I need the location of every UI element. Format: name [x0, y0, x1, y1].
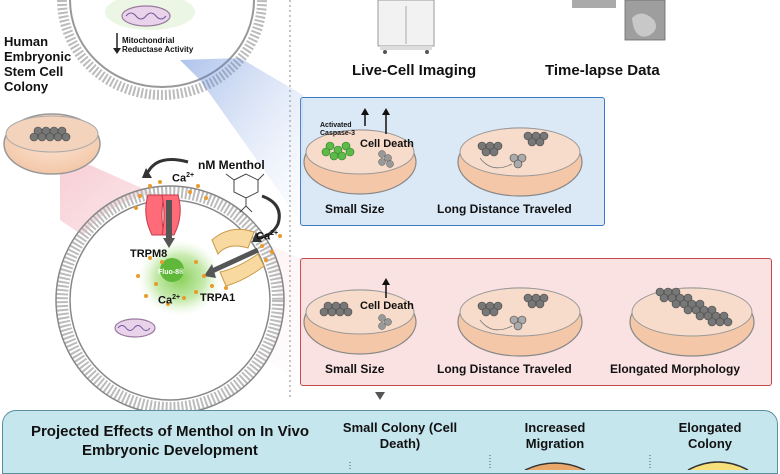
fluo8-label: Fluo-8®	[158, 269, 185, 276]
menthol-label: nM Menthol	[198, 158, 265, 172]
live-cell-imaging-label: Live-Cell Imaging	[352, 62, 477, 79]
blue-cell-death-label: Cell Death	[360, 138, 414, 150]
imaging-instrument	[377, 0, 435, 54]
col-elongated-colony: Elongated Colony	[678, 420, 742, 451]
bottom-panel	[2, 410, 778, 474]
timelapse-label: Time-lapse Data	[545, 62, 660, 79]
red-elongated-label: Elongated Morphology	[610, 362, 740, 376]
red-dish-3	[629, 287, 755, 357]
ca-inner-label: Ca2+	[158, 294, 181, 307]
blue-dish-1	[303, 108, 417, 195]
timelapse-images	[572, 0, 666, 41]
mito-label: Mitochondrial Reductase Activity	[122, 36, 194, 54]
col-increased-migration: Increased Migration	[524, 420, 586, 451]
red-dish-2	[457, 287, 583, 357]
bottom-title: Projected Effects of Menthol on In Vivo …	[30, 423, 310, 459]
blue-small-size-label: Small Size	[325, 202, 385, 216]
colony-label: Human Embryonic Stem Cell Colony	[4, 34, 72, 94]
trpa1-label: TRPA1	[200, 292, 236, 304]
left-dish	[3, 113, 101, 175]
col-small-colony: Small Colony (Cell Death)	[342, 420, 458, 451]
menthol-molecule	[225, 173, 265, 213]
red-small-size-label: Small Size	[325, 362, 385, 376]
trpa1-channel	[204, 228, 265, 287]
ca-top-label: Ca2+	[172, 172, 195, 185]
blue-dish-2	[457, 127, 583, 197]
trpm8-channel	[145, 194, 181, 248]
blue-long-distance-label: Long Distance Traveled	[437, 202, 572, 216]
top-cell-membrane	[57, 0, 267, 100]
trpm8-label: TRPM8	[130, 248, 168, 260]
red-dish-1	[303, 278, 417, 355]
caspase-label: Activated Caspase-3	[320, 122, 356, 137]
ca-right-label: Ca2+	[256, 230, 279, 243]
red-cell-death-label: Cell Death	[360, 300, 414, 312]
red-long-distance-label: Long Distance Traveled	[437, 362, 572, 376]
